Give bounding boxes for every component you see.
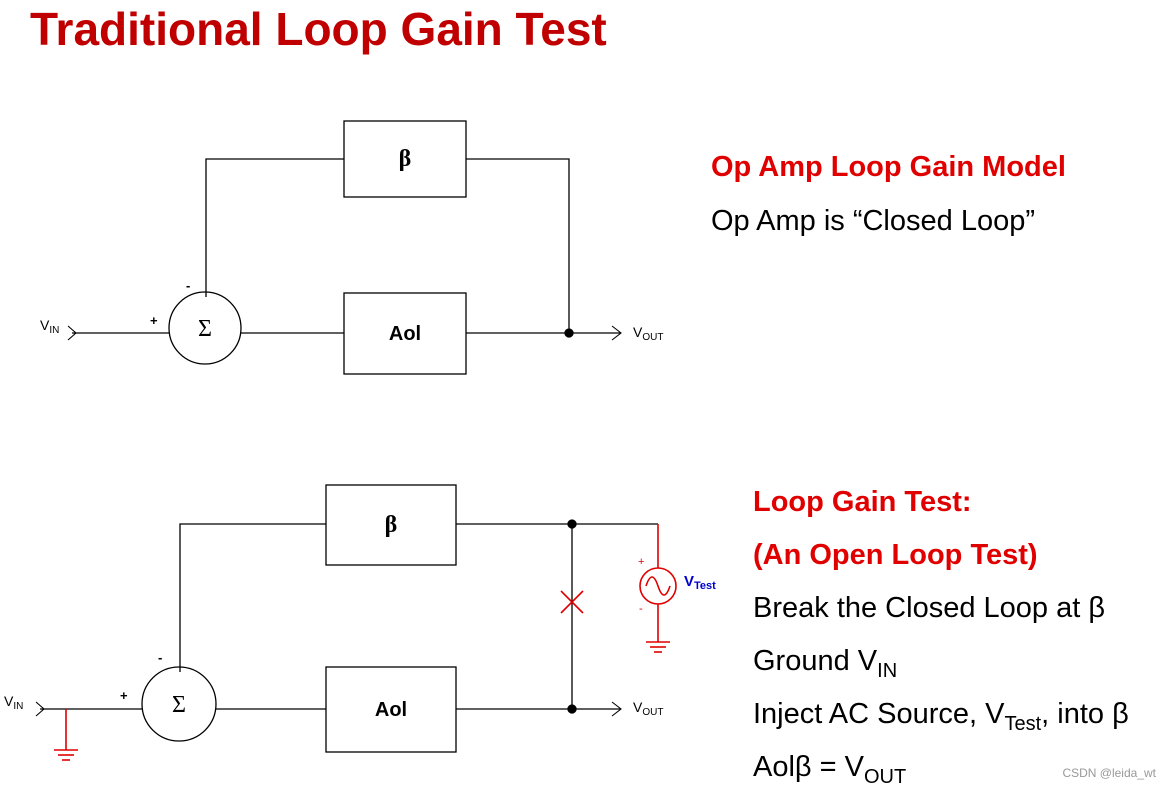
node-dot-bottom [567, 704, 577, 714]
beta-label: β [399, 146, 412, 172]
loop-gain-model-heading: Op Amp Loop Gain Model [711, 151, 1066, 183]
open-loop-test-heading: (An Open Loop Test) [753, 539, 1038, 571]
ground-vin-text: Ground VIN [753, 645, 898, 682]
vin-arrow [35, 701, 45, 717]
sum-symbol: Σ [198, 316, 212, 342]
sum-symbol: Σ [172, 692, 186, 718]
ac-source-sine [645, 576, 671, 596]
wire-feedback [466, 158, 570, 333]
aol-block [343, 292, 467, 375]
inject-source-text: Inject AC Source, VTest, into β [753, 698, 1129, 735]
minus-sign: - [158, 650, 162, 665]
aol-label: Aol [375, 699, 407, 721]
vout-label: VOUT [633, 699, 663, 718]
loop-gain-test-heading: Loop Gain Test: [753, 486, 972, 518]
minus-sign: - [186, 278, 190, 293]
diagram1-sans-labels: Aol + - VIN VOUT [40, 278, 663, 345]
wire-beta-sum [205, 158, 344, 297]
break-loop-text: Break the Closed Loop at β [753, 592, 1106, 624]
node-dot [564, 328, 574, 338]
beta-block [343, 120, 467, 198]
watermark: CSDN @leida_wt [1062, 766, 1156, 780]
vtest-label: VTest [684, 573, 716, 592]
source-plus: + [638, 556, 644, 568]
red-test-elements [54, 524, 677, 761]
summing-junction [168, 291, 242, 365]
summing-junction [141, 666, 217, 742]
aol-beta-equation: Aolβ = VOUT [753, 751, 907, 788]
aol-label: Aol [389, 323, 421, 345]
vin-label: VIN [40, 317, 59, 336]
vin-arrow [67, 325, 77, 341]
vin-label: VIN [4, 693, 23, 712]
diagram-open-loop [35, 484, 658, 753]
diagram-closed-loop [67, 120, 622, 375]
slide-title: Traditional Loop Gain Test [30, 3, 607, 55]
node-dot-top [567, 519, 577, 529]
diagram2-labels: β Σ [172, 512, 397, 718]
vout-label: VOUT [633, 324, 663, 343]
wire-beta-sum [179, 523, 326, 672]
beta-block [325, 484, 457, 566]
diagram1-labels: β Σ [198, 146, 411, 342]
plus-sign: + [120, 688, 128, 703]
aol-block [325, 666, 457, 753]
beta-label: β [385, 512, 398, 538]
closed-loop-text: Op Amp is “Closed Loop” [711, 205, 1035, 237]
break-x-2 [560, 590, 584, 614]
diagram2-sans-labels: Aol + - VIN VOUT + - VTest [4, 556, 716, 721]
vout-arrow [611, 701, 622, 717]
vout-arrow [611, 325, 622, 341]
source-minus: - [639, 603, 643, 615]
plus-sign: + [150, 313, 158, 328]
